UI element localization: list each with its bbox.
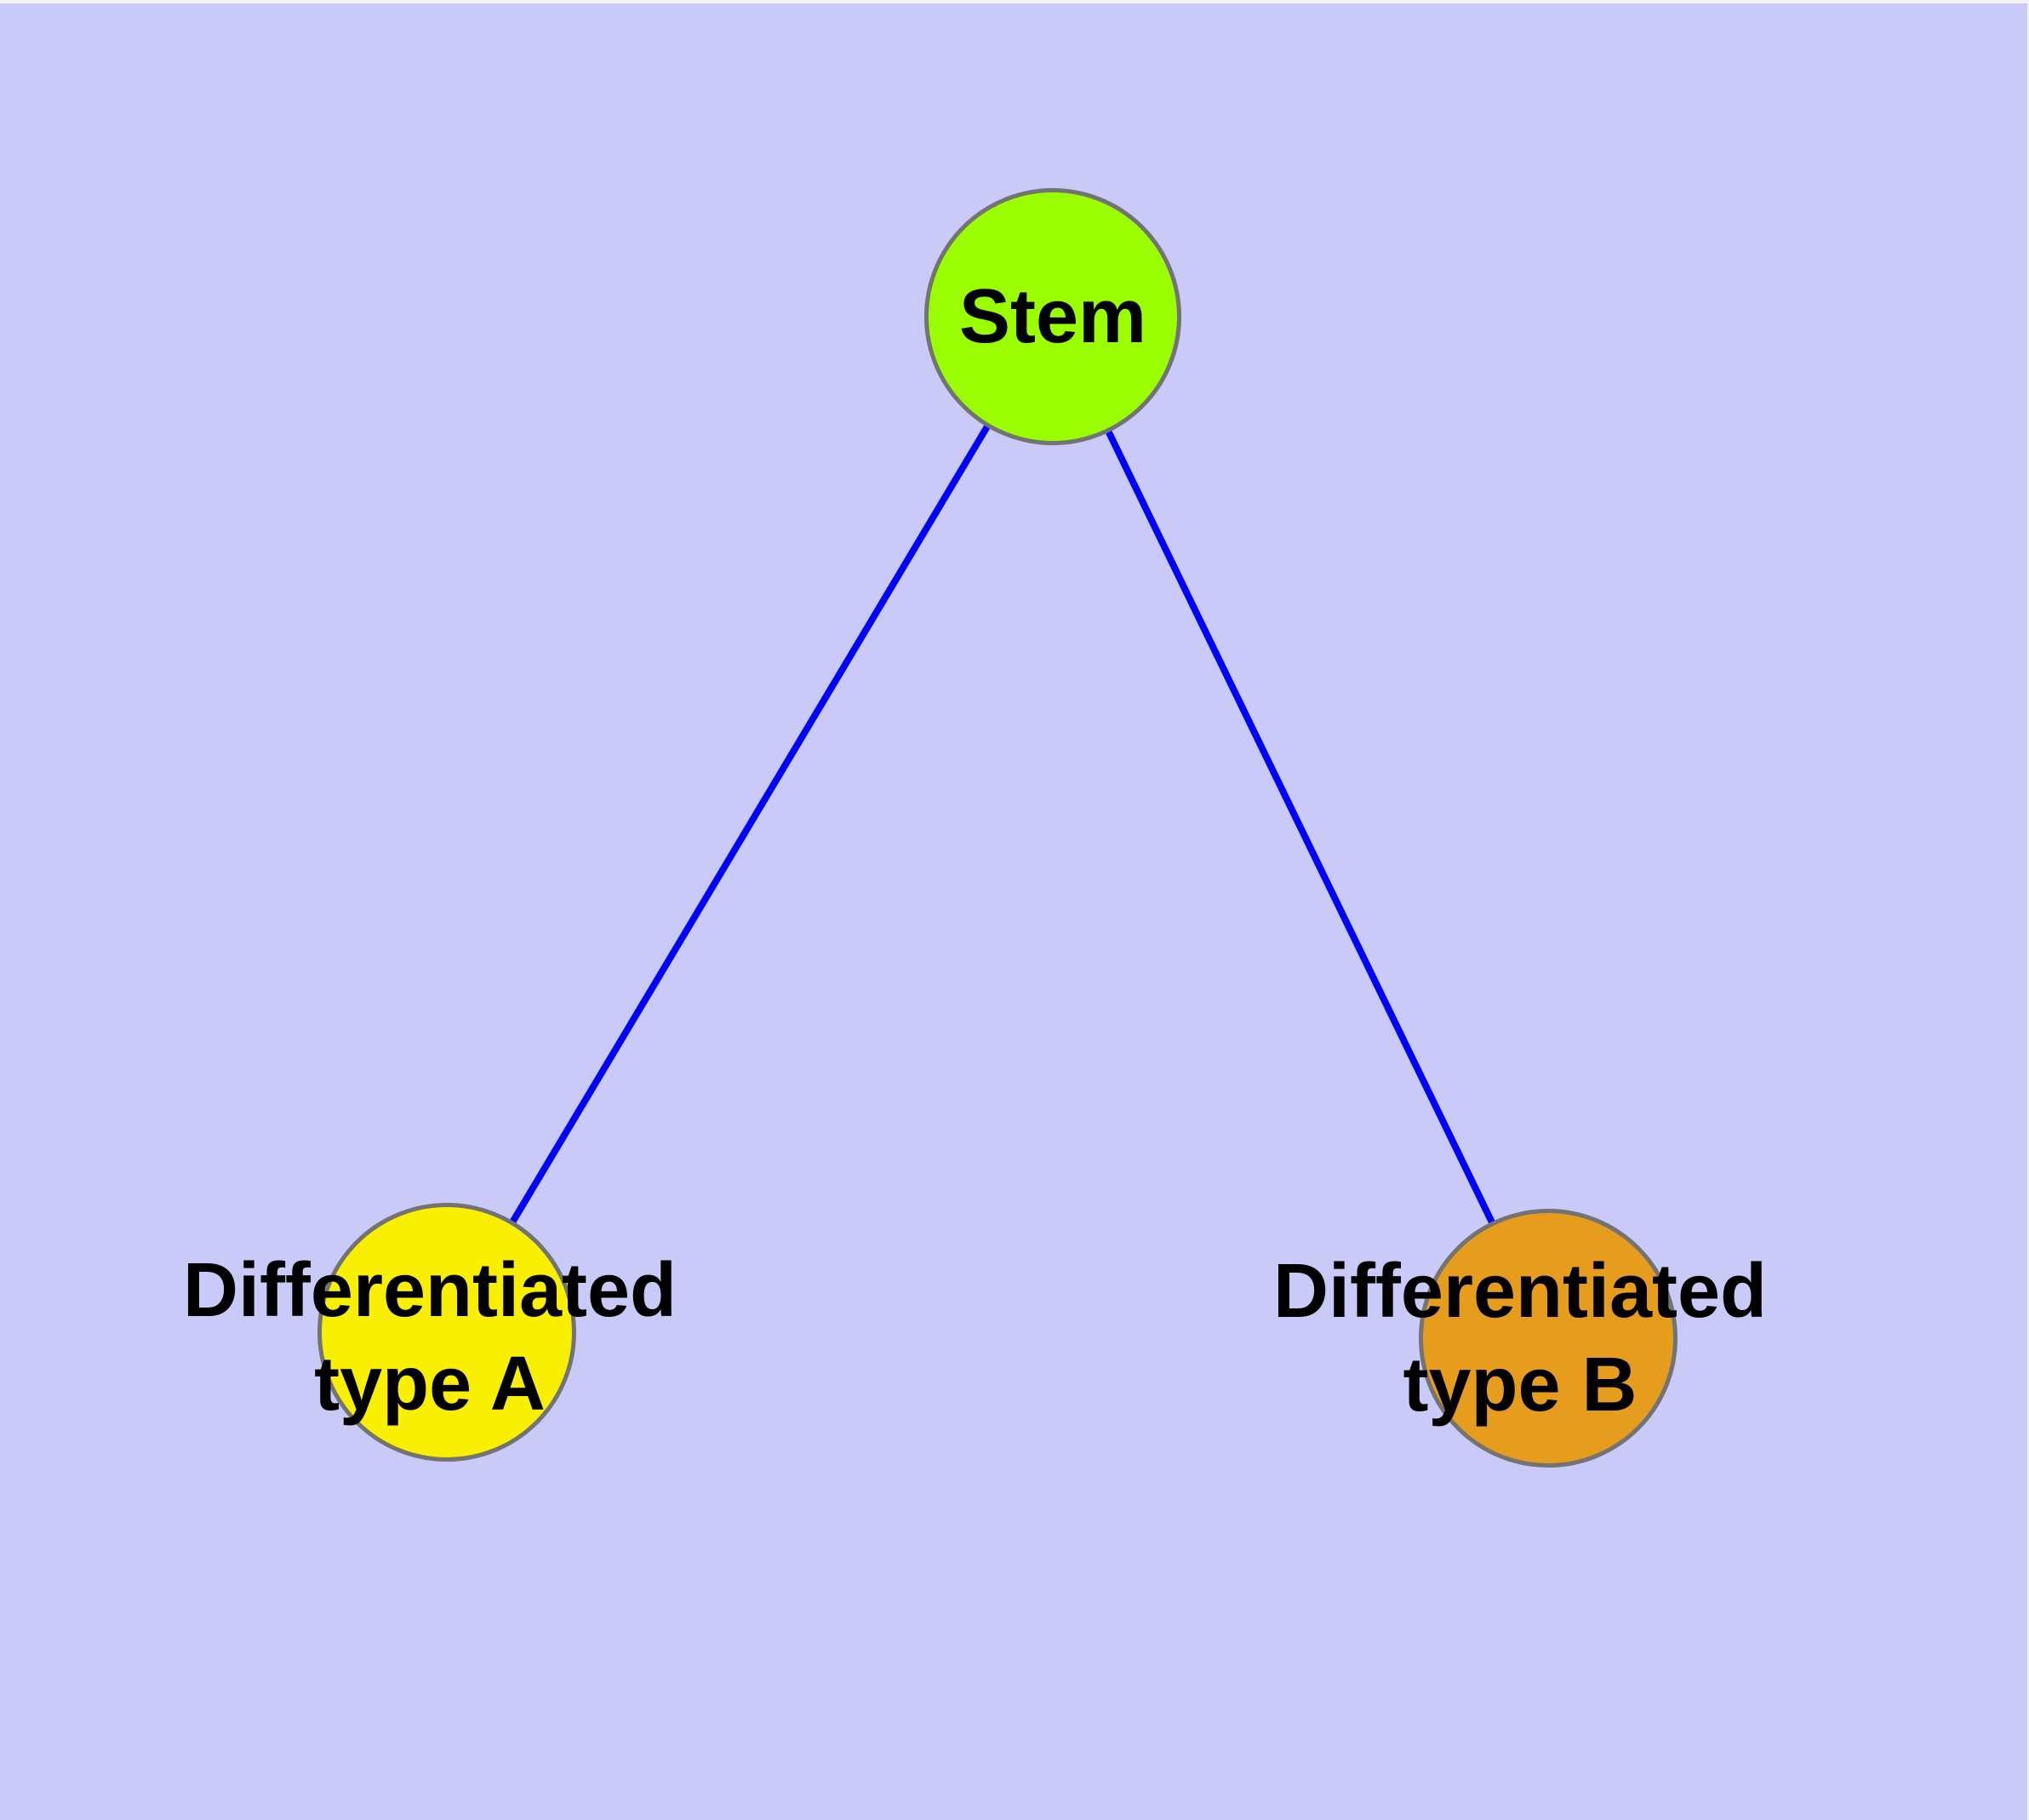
- node-differentiated-type-b-label: Differentiated type B: [1272, 1249, 1768, 1428]
- top-edge-strip: [0, 0, 2029, 3]
- right-edge-strip: [2027, 0, 2029, 1820]
- node-stem-label: Stem: [958, 274, 1147, 359]
- node-differentiated-type-a: [317, 1203, 576, 1462]
- node-differentiated-type-b: [1419, 1209, 1677, 1468]
- edge-stem-to-type-a: [443, 314, 1056, 1335]
- edge-stem-to-type-b: [1049, 315, 1552, 1340]
- node-stem: [924, 188, 1181, 445]
- node-differentiated-type-a-label: Differentiated type A: [182, 1248, 677, 1427]
